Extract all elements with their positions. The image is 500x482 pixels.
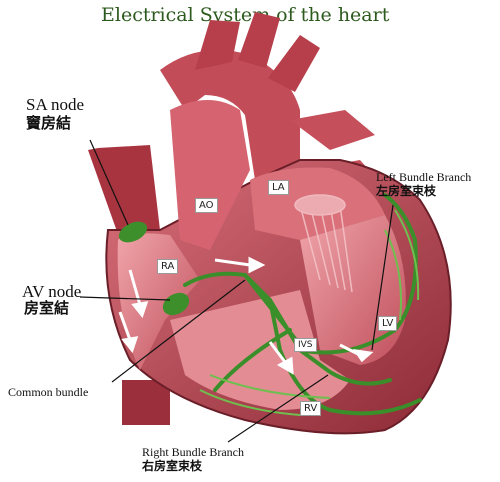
chamber-label-ao: AO xyxy=(195,198,218,213)
av-node-label-en: AV node xyxy=(22,282,82,301)
left-bundle-label-zh: 左房室束枝 xyxy=(376,184,437,198)
av-node-label-zh: 房室結 xyxy=(24,301,70,317)
aorta-lumen xyxy=(170,100,250,250)
right-atrium-chamber xyxy=(117,233,200,370)
chamber-label-rv: RV xyxy=(300,401,322,416)
common-bundle-label: Common bundle xyxy=(8,385,89,399)
chamber-label-ivs: IVS xyxy=(294,338,317,352)
chamber-label-ra: RA xyxy=(157,259,179,274)
right-bundle-label-zh: 右房室束枝 xyxy=(142,459,203,473)
left-bundle-label-en: Left Bundle Branch xyxy=(376,170,472,184)
page-title: Electrical System of the heart xyxy=(101,4,390,26)
av-node xyxy=(162,292,190,316)
sa-node-label-zh: 竇房結 xyxy=(26,116,72,132)
superior-vena-cava xyxy=(88,145,160,240)
chamber-label-lv: LV xyxy=(378,316,398,331)
aortic-branches xyxy=(195,12,320,92)
sa-node xyxy=(118,221,148,243)
leader-lines xyxy=(79,139,394,443)
chamber-label-la: LA xyxy=(268,180,289,195)
aortic-arch xyxy=(160,50,300,180)
blood-flow-arrows xyxy=(118,256,374,375)
inferior-vena-cava xyxy=(122,380,170,425)
sa-node-label-en: SA node xyxy=(26,95,85,114)
right-bundle-label-en: Right Bundle Branch xyxy=(142,445,244,459)
mitral-valve-chordae xyxy=(294,194,353,293)
